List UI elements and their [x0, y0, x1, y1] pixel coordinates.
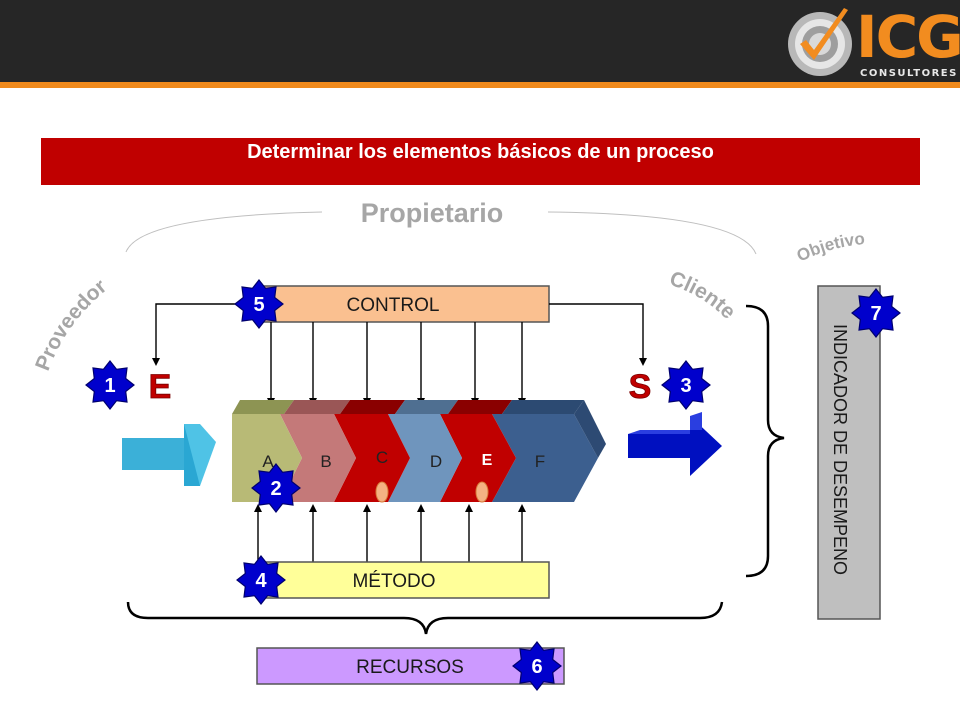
cliente-label-path: Cliente — [667, 267, 740, 324]
badge-3: 3 — [661, 360, 711, 410]
badge-number: 1 — [104, 375, 115, 397]
recursos-brace — [126, 601, 724, 635]
badge-star-icon — [661, 360, 711, 410]
page-title: Determinar los elementos básicos de un p… — [247, 141, 714, 163]
indicador-brace — [745, 304, 785, 578]
input-arrow — [122, 424, 216, 486]
badge-7: 7 — [851, 288, 901, 338]
badge-number: 2 — [270, 478, 281, 500]
proveedor-label: Proveedor — [31, 275, 111, 374]
step-c-shape — [334, 414, 410, 502]
step-label-a: A — [262, 452, 274, 471]
step-label-f: F — [535, 452, 545, 471]
badge-number: 6 — [531, 656, 542, 678]
indicador-box — [817, 285, 881, 620]
badge-number: 4 — [255, 570, 267, 592]
badge-1: 1 — [85, 360, 135, 410]
control-to-entrada-line — [152, 303, 258, 366]
step-d-shape — [388, 414, 462, 502]
badge-6: 6 — [512, 641, 562, 691]
objetivo-label: Objetivo — [794, 229, 866, 265]
badges: 1 2 3 4 5 6 7 — [85, 279, 901, 691]
badge-star-icon — [236, 555, 286, 605]
logo-name: ICG — [856, 3, 960, 71]
step-label-e: E — [482, 452, 493, 469]
indicador-label: INDICADOR DE DESEMPENO — [830, 324, 850, 575]
badge-number: 7 — [870, 303, 881, 325]
process-chain: A B C D E F — [232, 400, 606, 503]
step-f-shape — [492, 414, 598, 502]
propietario-arc-right — [547, 211, 757, 255]
proveedor-label-path: Proveedor — [31, 275, 111, 374]
output-arrow — [628, 412, 722, 476]
metodo-arrows — [254, 504, 526, 562]
badge-star-icon — [234, 279, 284, 329]
badge-star-icon — [85, 360, 135, 410]
propietario-arc-left — [125, 211, 323, 253]
metodo-box — [257, 561, 550, 599]
control-arrows — [267, 322, 526, 406]
title-bar: Determinar los elementos básicos de un p… — [41, 138, 920, 185]
salida-letter: S — [629, 368, 652, 406]
step-e-shape — [440, 414, 516, 502]
badge-number: 5 — [253, 294, 264, 316]
entrada-letter: E — [149, 368, 172, 406]
badge-star-icon — [851, 288, 901, 338]
badge-5: 5 — [234, 279, 284, 329]
recursos-label: RECURSOS — [356, 657, 464, 678]
badge-star-icon — [512, 641, 562, 691]
badge-number: 3 — [680, 375, 691, 397]
header-accent-line — [0, 82, 960, 88]
badge-2: 2 — [251, 463, 301, 513]
objetivo-label-path: Objetivo — [794, 229, 866, 265]
badge-star-icon — [251, 463, 301, 513]
propietario-label: Propietario — [361, 198, 504, 228]
cliente-label: Cliente — [667, 267, 740, 324]
step-label-d: D — [430, 452, 442, 471]
step-e-marker — [475, 481, 489, 503]
badge-4: 4 — [236, 555, 286, 605]
step-label-c: C — [376, 448, 388, 467]
metodo-label: MÉTODO — [352, 571, 435, 592]
logo-subtitle: CONSULTORES — [860, 68, 958, 79]
step-b-shape — [280, 414, 356, 502]
logo-target-icon — [788, 8, 852, 76]
step-c-marker — [375, 481, 389, 503]
step-label-b: B — [320, 452, 331, 471]
control-to-salida-line — [549, 303, 647, 366]
control-label: CONTROL — [347, 295, 440, 316]
